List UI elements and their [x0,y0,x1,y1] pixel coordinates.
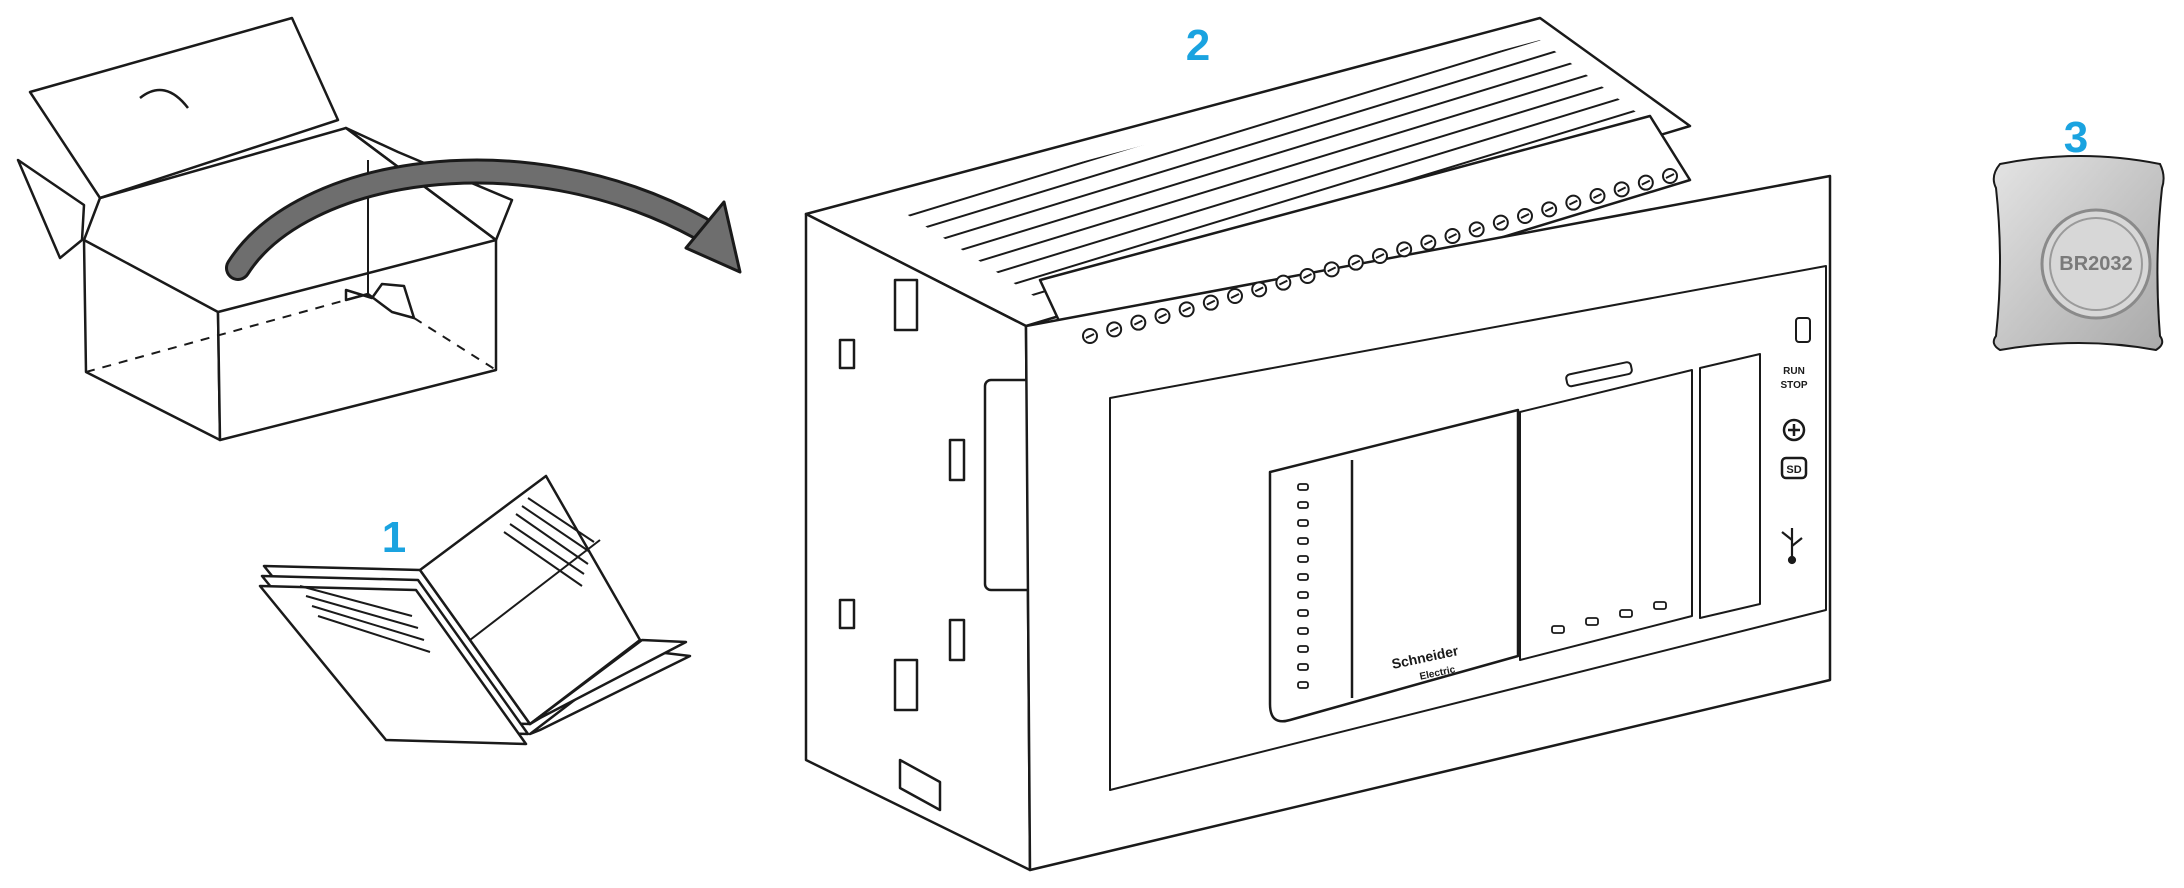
display-cover [1268,408,1520,723]
terminal-screw-slot [1109,326,1119,333]
terminal-screw-slot [1472,226,1482,233]
terminal-screws [1082,168,1678,344]
callout-2: 2 [1186,21,1210,70]
stop-label: STOP [1780,380,1807,391]
right-cover [1699,353,1761,619]
terminal-screw-slot [1544,206,1554,213]
box-slot [344,282,416,320]
terminal-screw-slot [1423,239,1433,246]
sheet-left-page-3 [258,584,528,746]
box-front-face [82,238,222,442]
callout-1: 1 [382,513,406,562]
box-left-flap [16,158,86,260]
terminal-screw-slot [1399,246,1409,253]
middle-cover [1519,369,1693,661]
box-lid-tab [139,88,189,109]
run-stop-switch [1795,317,1811,343]
logic-controller [804,16,1832,872]
terminal-screw-slot [1327,266,1337,273]
terminal-screw-slot [1085,333,1095,339]
din-clip [898,758,942,812]
terminal-screw-slot [1351,259,1361,266]
terminal-screw-slot [1206,299,1216,306]
terminal-screw-slot [1665,173,1675,179]
terminal-screw-slot [1182,306,1192,313]
terminal-screw-slot [1230,293,1240,299]
terminal-screw-slot [1568,199,1578,206]
controller-top-vents [900,40,1660,300]
terminal-screw-slot [1641,179,1651,186]
terminal-screw-slot [1448,233,1457,239]
terminal-screw-slot [1158,313,1167,319]
terminal-screw-slot [1375,253,1385,259]
terminal-screw-slot [1593,193,1602,199]
run-label: RUN [1783,366,1805,377]
status-leds [1297,483,1667,689]
callout-3: 3 [2064,113,2088,162]
battery-coin [2040,208,2152,320]
terminal-screw-slot [1617,186,1627,193]
battery-coin-rim [2049,217,2143,311]
usb-icon [1781,528,1803,565]
backup-battery-pack [1992,155,2165,352]
box-lid-flap [28,16,340,200]
terminal-screw-slot [1496,219,1506,226]
sheet-text-lines [299,497,595,653]
terminal-screw-slot [1278,279,1288,286]
box-right-face [216,238,498,442]
instruction-sheet [258,474,692,746]
sd-card-icon [1780,456,1808,480]
terminal-screw-slot [1133,319,1143,326]
curved-arrow-icon [225,158,742,281]
sd-label: SD [1786,464,1801,476]
front-bezel [1109,265,1827,791]
expansion-connector [1565,361,1633,388]
terminal-screw-slot [1520,213,1530,219]
terminal-screw-slot [1254,286,1264,293]
terminal-screw-slot [1303,273,1312,279]
sheet-right-page-3 [528,638,688,726]
battery-label: BR2032 [2059,253,2132,275]
